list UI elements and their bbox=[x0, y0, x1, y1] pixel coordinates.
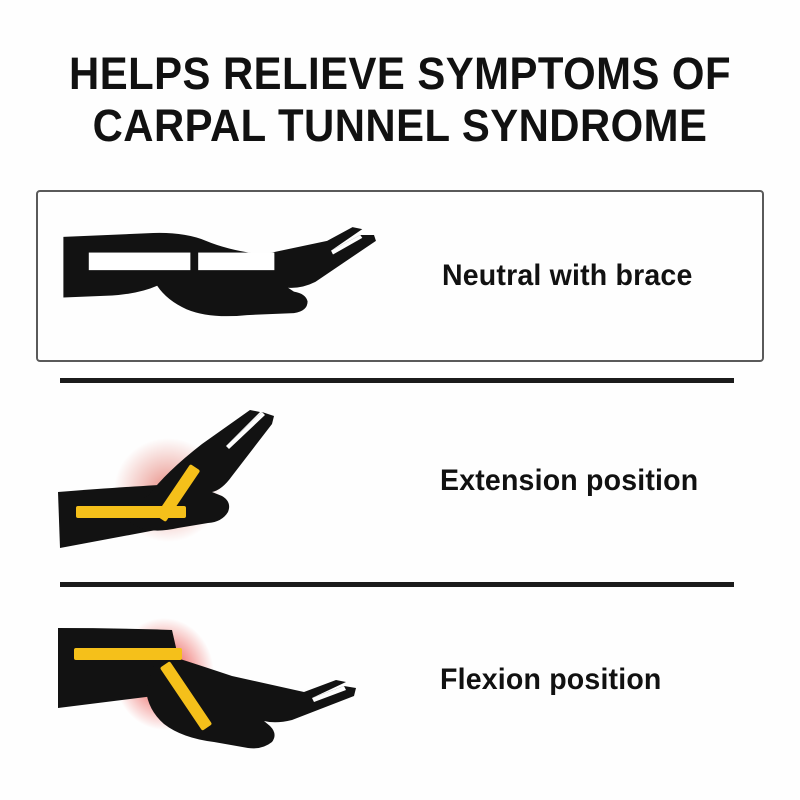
row-flexion[interactable]: Flexion position bbox=[36, 600, 764, 760]
label-cell-flexion: Flexion position bbox=[436, 663, 764, 697]
divider-1 bbox=[60, 378, 734, 383]
row-extension[interactable]: Extension position bbox=[36, 392, 764, 570]
row-label-flexion: Flexion position bbox=[440, 663, 662, 696]
nerve-line-hand-flexion bbox=[160, 661, 212, 731]
forearm-hand-flexion-icon bbox=[58, 618, 356, 749]
hand-silhouette-flexion bbox=[146, 652, 356, 749]
page-title: HELPS RELIEVE SYMPTOMS OF CARPAL TUNNEL … bbox=[0, 48, 800, 152]
finger-slit-extension bbox=[226, 412, 265, 449]
illustration-extension bbox=[36, 392, 436, 570]
nerve-line-forearm-flexion bbox=[74, 648, 182, 660]
divider-2 bbox=[60, 582, 734, 587]
row-label-neutral: Neutral with brace bbox=[442, 259, 693, 292]
illustration-flexion bbox=[36, 600, 436, 760]
finger-slit-flexion bbox=[312, 686, 346, 702]
row-label-extension: Extension position bbox=[440, 464, 699, 497]
label-cell-extension: Extension position bbox=[436, 464, 764, 498]
label-cell-neutral: Neutral with brace bbox=[438, 259, 762, 293]
arm-silhouette-neutral bbox=[63, 227, 376, 317]
row-neutral[interactable]: Neutral with brace bbox=[36, 190, 764, 362]
nerve-line-hand-extension bbox=[156, 464, 200, 522]
forearm-hand-neutral-with-brace-icon bbox=[63, 227, 376, 317]
brace-strap-distal bbox=[198, 252, 275, 271]
page-title-line-2: CARPAL TUNNEL SYNDROME bbox=[92, 100, 708, 151]
brace-strap-proximal bbox=[88, 252, 191, 271]
page-title-line-1: HELPS RELIEVE SYMPTOMS OF bbox=[69, 48, 731, 99]
forearm-hand-extension-icon bbox=[58, 410, 274, 548]
finger-slit-neutral bbox=[331, 234, 363, 255]
illustration-neutral bbox=[38, 192, 438, 360]
